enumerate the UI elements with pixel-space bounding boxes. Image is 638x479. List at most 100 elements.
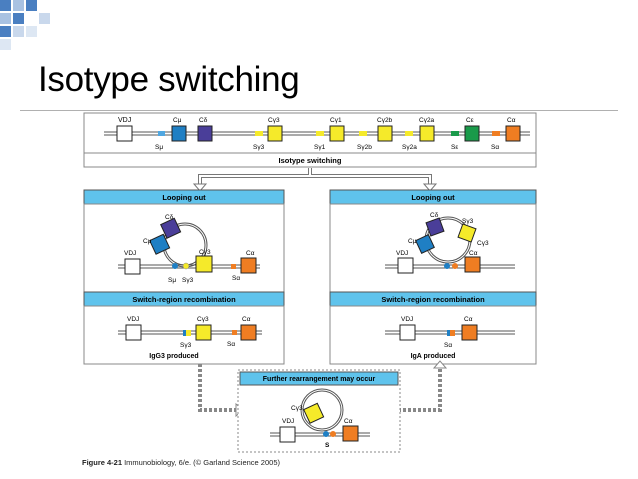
c-gamma3-gene bbox=[267, 125, 283, 142]
slide-title: Isotype switching bbox=[38, 60, 300, 99]
loop-label: Cα bbox=[469, 250, 478, 257]
corner-square bbox=[26, 26, 37, 37]
corner-square bbox=[0, 13, 11, 24]
gene-label: Cε bbox=[466, 117, 474, 124]
corner-square bbox=[13, 0, 24, 11]
right-recombination-panel: Switch-region recombination VDJ Cα Sα Ig… bbox=[329, 291, 537, 365]
switch-label: Sμ bbox=[155, 144, 163, 151]
corner-square bbox=[0, 39, 11, 50]
c-gamma3-gene bbox=[195, 324, 212, 341]
c-gamma3-gene bbox=[457, 223, 477, 243]
c-alpha-gene bbox=[505, 125, 521, 142]
c-alpha-gene bbox=[461, 324, 478, 341]
corner-square bbox=[39, 13, 50, 24]
further-rearrangement-panel: Further rearrangement may occur Cγ3 VDJ … bbox=[237, 369, 401, 453]
gene-label: Cγ2b bbox=[377, 117, 393, 124]
switch-label: Sε bbox=[451, 144, 458, 151]
vdj-segment bbox=[279, 426, 296, 443]
result-label: Sγ3 bbox=[180, 342, 192, 349]
bottom-label: Cγ3 bbox=[291, 405, 303, 412]
switch-label: Sα bbox=[491, 144, 499, 151]
further-rearrangement-label: Further rearrangement may occur bbox=[263, 376, 376, 383]
switch-label: Sγ2b bbox=[357, 144, 372, 151]
gene-label: Cα bbox=[507, 117, 516, 124]
bottom-label: VDJ bbox=[282, 418, 294, 425]
c-delta-gene bbox=[160, 217, 182, 239]
c-alpha-gene bbox=[240, 324, 257, 341]
loop-label: Cμ bbox=[143, 238, 152, 245]
looping-out-left-label: Looping out bbox=[162, 193, 206, 202]
germline-locus: VDJ Cμ Cδ Cγ3 Cγ1 Cγ2b Cγ2a Cε Cα Sμ Sγ3… bbox=[83, 112, 537, 154]
left-recombination-panel: Switch-region recombination VDJ Cγ3 Cα S… bbox=[83, 291, 285, 365]
switch-region bbox=[255, 131, 263, 136]
vdj-segment bbox=[116, 125, 133, 142]
result-label: VDJ bbox=[127, 316, 139, 323]
c-mu-gene bbox=[171, 125, 187, 142]
loop-label: Sα bbox=[232, 275, 240, 282]
c-alpha-gene bbox=[464, 256, 481, 273]
igg3-produced-label: IgG3 produced bbox=[149, 353, 198, 360]
title-divider bbox=[20, 110, 618, 111]
germline-vdj-label: VDJ bbox=[118, 117, 131, 124]
vdj-segment bbox=[397, 257, 414, 274]
loop-label: Cδ bbox=[165, 214, 174, 221]
switch-label: Sγ1 bbox=[314, 144, 326, 151]
bottom-label: S bbox=[325, 442, 330, 449]
result-label: Cγ3 bbox=[197, 316, 209, 323]
corner-square bbox=[13, 13, 24, 24]
loop-label: VDJ bbox=[124, 250, 136, 257]
recomb-right-label: Switch-region recombination bbox=[381, 295, 485, 304]
corner-square bbox=[26, 0, 37, 11]
figure-caption: Figure 4-21 Immunobiology, 6/e. (© Garla… bbox=[82, 458, 280, 467]
switch-region bbox=[158, 131, 165, 136]
result-label: VDJ bbox=[401, 316, 413, 323]
corner-square bbox=[13, 26, 24, 37]
result-label: Cα bbox=[464, 316, 473, 323]
loop-label: Cγ3 bbox=[477, 240, 489, 247]
loop-label: Cμ bbox=[408, 238, 417, 245]
result-label: Sα bbox=[444, 342, 452, 349]
loop-label: Cα bbox=[246, 250, 255, 257]
c-alpha-gene bbox=[240, 257, 257, 274]
switch-region bbox=[405, 131, 413, 136]
switch-region bbox=[451, 131, 459, 136]
vdj-segment bbox=[399, 324, 416, 341]
c-gamma2a-gene bbox=[419, 125, 435, 142]
loop-label: VDJ bbox=[396, 250, 408, 257]
iga-produced-label: IgA produced bbox=[411, 353, 456, 360]
c-gamma3-gene bbox=[303, 402, 325, 424]
c-delta-gene bbox=[425, 217, 445, 237]
c-gamma1-gene bbox=[329, 125, 345, 142]
switch-region bbox=[492, 131, 500, 136]
gene-label: Cγ3 bbox=[268, 117, 280, 124]
c-epsilon-gene bbox=[464, 125, 480, 142]
corner-square bbox=[0, 26, 11, 37]
further-arrow-left bbox=[198, 364, 236, 412]
result-label: Cα bbox=[242, 316, 251, 323]
switch-label: Sγ2a bbox=[402, 144, 417, 151]
isotype-switching-banner bbox=[83, 152, 537, 168]
isotype-switching-label: Isotype switching bbox=[279, 156, 342, 165]
loop-label: Cδ bbox=[430, 212, 439, 219]
switch-region bbox=[316, 131, 324, 136]
loop-label: Cγ3 bbox=[199, 249, 211, 256]
gene-label: Cδ bbox=[199, 117, 208, 124]
c-mu-gene bbox=[149, 233, 171, 255]
vdj-segment bbox=[125, 324, 142, 341]
caption-figure-number: Figure 4-21 bbox=[82, 458, 123, 467]
right-looping-panel: Looping out Cδ Sγ3 Cγ3 Cμ VDJ Cα bbox=[329, 189, 537, 293]
result-label: Sα bbox=[227, 341, 235, 348]
c-gamma2b-gene bbox=[377, 125, 393, 142]
loop-label: Sγ3 bbox=[462, 218, 474, 225]
c-mu-gene bbox=[415, 234, 435, 254]
switch-label: Sγ3 bbox=[253, 144, 265, 151]
further-arrow-right bbox=[400, 364, 442, 412]
c-alpha-gene bbox=[342, 425, 359, 442]
c-gamma3-gene bbox=[195, 255, 213, 273]
caption-source: Immunobiology, 6/e. (© Garland Science 2… bbox=[122, 458, 280, 467]
loop-label: Sμ bbox=[168, 277, 176, 284]
left-looping-panel: Looping out Cδ Cμ VDJ Cγ3 Cα Sμ Sγ3 Sα bbox=[83, 189, 285, 293]
gene-label: Cγ1 bbox=[330, 117, 342, 124]
looping-out-right-label: Looping out bbox=[411, 193, 455, 202]
